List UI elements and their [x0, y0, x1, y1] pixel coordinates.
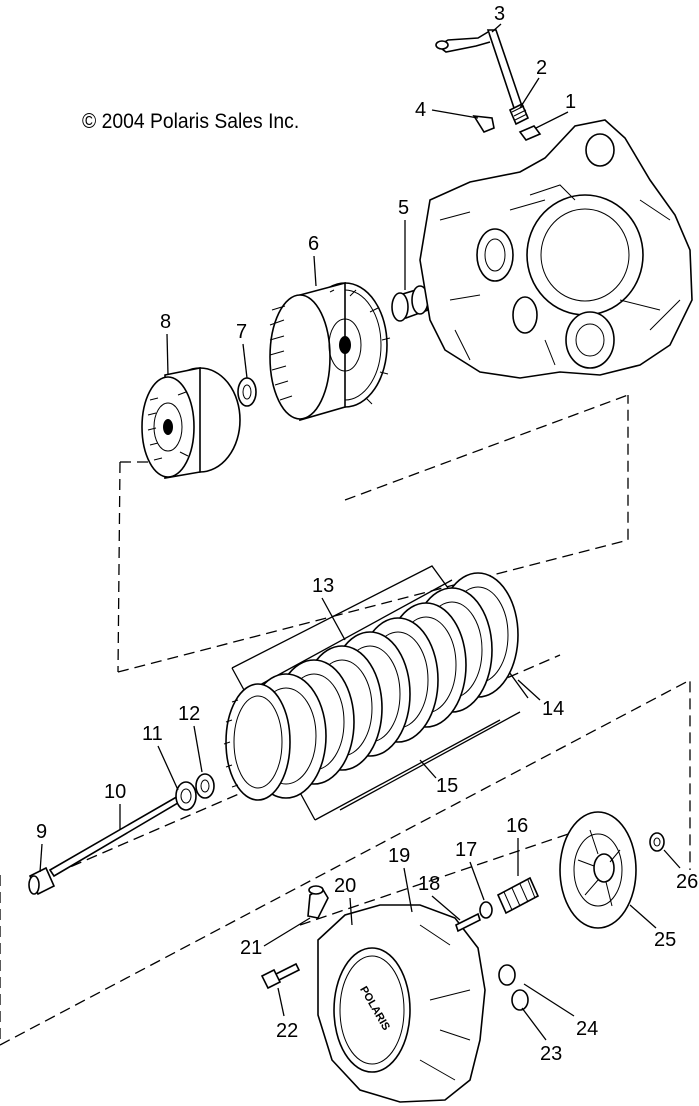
callout-10: 10: [104, 781, 126, 830]
callouts: 1 2 3 4 5 6 7 8: [36, 3, 698, 1065]
callout-8: 8: [160, 311, 171, 376]
svg-text:2: 2: [536, 57, 547, 79]
svg-text:5: 5: [398, 197, 409, 219]
clutch-hub: [141, 367, 241, 479]
svg-text:15: 15: [436, 775, 458, 797]
copyright-notice: © 2004 Polaris Sales Inc.: [82, 110, 300, 133]
callout-24: 24: [523, 983, 598, 1040]
svg-text:6: 6: [308, 233, 319, 255]
pressure-plate: [559, 811, 637, 929]
svg-text:9: 9: [36, 821, 47, 843]
svg-text:22: 22: [276, 1020, 298, 1042]
callout-26: 26: [663, 849, 698, 893]
svg-text:10: 10: [104, 781, 126, 803]
callout-21: 21: [240, 917, 311, 959]
shift-shaft-assembly: [435, 29, 542, 141]
callout-16: 16: [506, 815, 528, 876]
clutch-basket: [269, 281, 391, 422]
svg-text:24: 24: [576, 1018, 598, 1040]
svg-text:19: 19: [388, 845, 410, 867]
svg-text:13: 13: [312, 575, 334, 597]
callout-22: 22: [276, 987, 298, 1042]
callout-4: 4: [415, 99, 479, 121]
elbow-fitting: [307, 885, 329, 919]
callout-7: 7: [236, 321, 248, 379]
clutch-spring-assembly: [455, 876, 540, 933]
callout-12: 12: [178, 703, 203, 773]
svg-text:1: 1: [565, 91, 576, 113]
svg-text:16: 16: [506, 815, 528, 837]
callout-11: 11: [142, 723, 179, 791]
assembly-guide-lines: [0, 394, 691, 1046]
svg-text:18: 18: [418, 873, 440, 895]
svg-text:25: 25: [654, 929, 676, 951]
clutch-plate-stack: [223, 565, 529, 821]
svg-text:3: 3: [494, 3, 505, 25]
callout-15: 15: [419, 759, 458, 797]
callout-25: 25: [629, 904, 676, 951]
callout-23: 23: [521, 1007, 562, 1065]
callout-3: 3: [491, 3, 505, 33]
callout-13: 13: [312, 575, 346, 641]
clutch-bushing: [391, 285, 430, 322]
callout-14: 14: [517, 679, 564, 720]
thrust-washer: [237, 377, 257, 407]
cover-bolt: [260, 962, 301, 990]
svg-text:26: 26: [676, 871, 698, 893]
svg-text:4: 4: [415, 99, 426, 121]
pushrod-assembly: [28, 773, 215, 896]
svg-text:11: 11: [142, 723, 163, 745]
callout-9: 9: [36, 821, 47, 873]
callout-17: 17: [455, 839, 485, 901]
svg-text:20: 20: [334, 875, 356, 897]
svg-text:14: 14: [542, 698, 564, 720]
callout-1: 1: [535, 91, 576, 129]
svg-text:7: 7: [236, 321, 247, 343]
callout-19: 19: [388, 845, 413, 913]
svg-text:23: 23: [540, 1043, 562, 1065]
svg-text:21: 21: [240, 937, 262, 959]
release-bearing: [649, 832, 665, 852]
callout-20: 20: [334, 875, 356, 926]
callout-6: 6: [308, 233, 319, 287]
callout-2: 2: [519, 57, 547, 109]
clutch-cover: POLARIS: [317, 904, 529, 1103]
callout-18: 18: [418, 873, 461, 921]
svg-text:12: 12: [178, 703, 200, 725]
crankcase: [419, 119, 693, 379]
svg-text:17: 17: [455, 839, 477, 861]
svg-text:8: 8: [160, 311, 171, 333]
callout-5: 5: [398, 197, 409, 290]
